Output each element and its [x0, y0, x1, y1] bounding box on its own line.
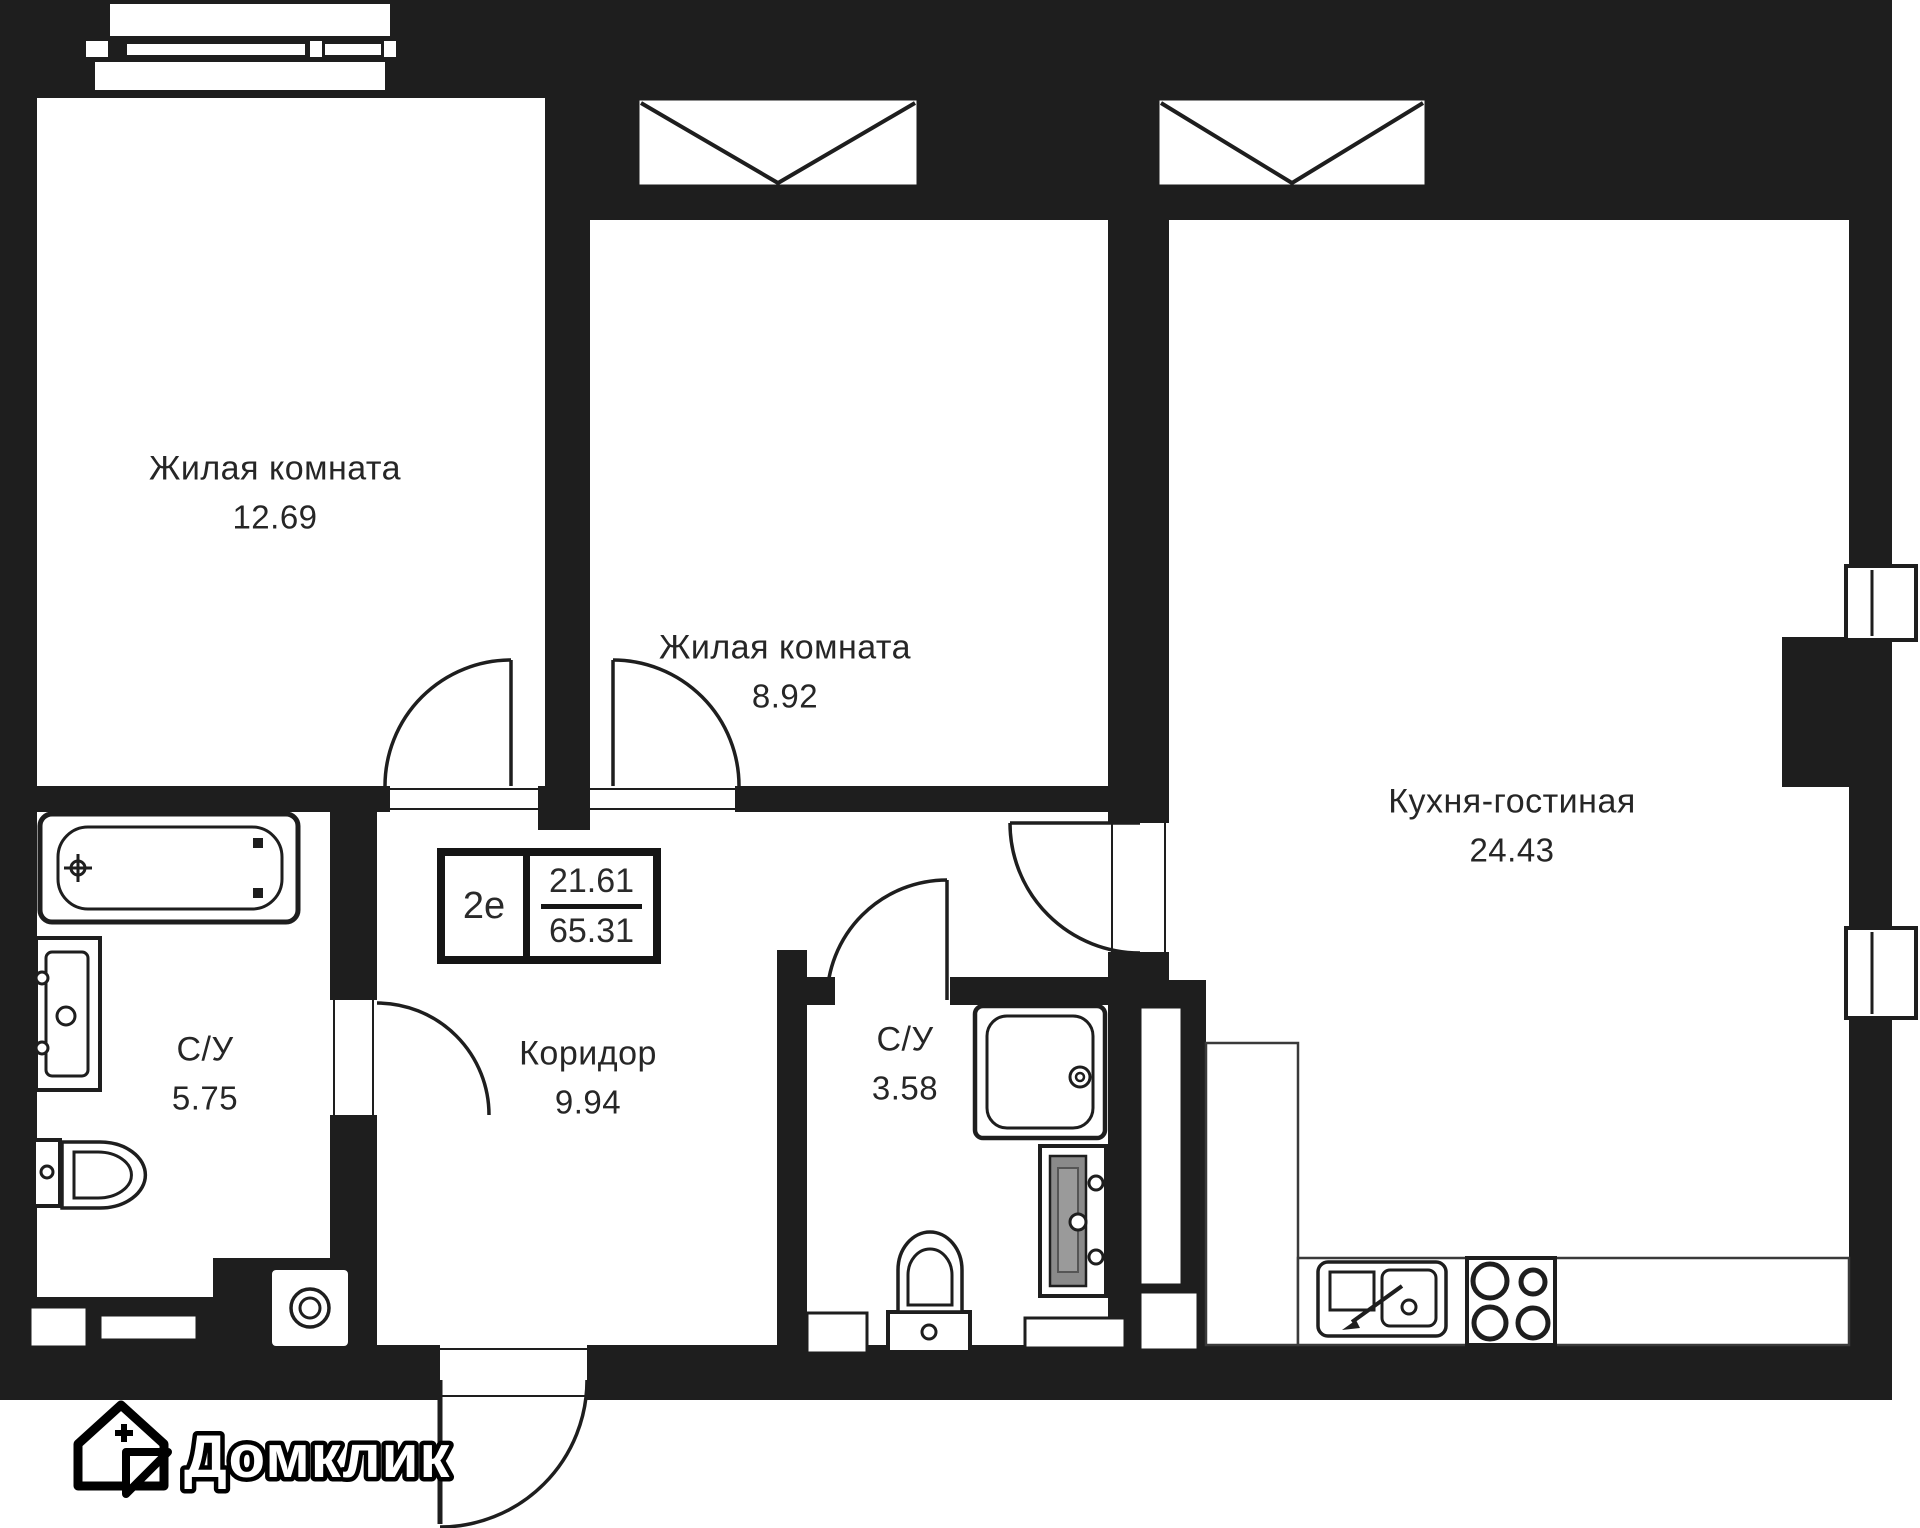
fraction-divider [541, 903, 642, 909]
logo-text: Домклик [184, 1423, 451, 1490]
room-label-kitchen: Кухня-гостиная 24.43 [1388, 777, 1636, 874]
kitchen-sink-icon [1316, 1260, 1448, 1338]
bathtub-icon [37, 811, 301, 925]
room-area: 5.75 [171, 1079, 239, 1117]
room-name: С/У [876, 1020, 934, 1059]
window-icon-right-upper [1844, 564, 1918, 642]
toilet-icon-2 [886, 1230, 972, 1354]
apartment-info-box: 2е 21.61 65.31 [437, 848, 661, 964]
door-jambs [333, 788, 1166, 1397]
walls [0, 0, 1892, 1400]
room-label-corridor: Коридор 9.94 [519, 1029, 657, 1126]
room-label-bathroom-1: С/У 5.75 [172, 1025, 238, 1122]
washing-machine-icon [268, 1266, 352, 1350]
window-icon-kitchen [1154, 95, 1430, 190]
room-area: 3.58 [871, 1069, 939, 1107]
room-area: 8.92 [751, 677, 819, 715]
apartment-areas: 21.61 65.31 [530, 856, 653, 956]
logo-house-icon [73, 1400, 172, 1498]
door-arc-kitchen [1008, 821, 1141, 955]
door-arc-room1 [383, 658, 513, 787]
towel-rail-icon [1038, 1144, 1108, 1298]
stove-icon [1465, 1256, 1557, 1347]
logo: Домклик [73, 1400, 454, 1498]
room-label-living-1: Жилая комната 12.69 [149, 444, 401, 541]
room-name: Коридор [519, 1034, 657, 1073]
balcony [86, 4, 396, 90]
room-label-bathroom-2: С/У 3.58 [872, 1015, 938, 1112]
room-area: 9.94 [554, 1083, 622, 1121]
shower-icon [972, 1003, 1108, 1141]
sink-icon [34, 936, 102, 1092]
room-label-living-2: Жилая комната 8.92 [659, 623, 911, 720]
entrance-door-arc [437, 1379, 589, 1528]
room-area: 12.69 [232, 498, 318, 536]
total-area-value: 65.31 [548, 911, 635, 950]
room-name: Жилая комната [658, 628, 912, 667]
window-icon-room2 [634, 95, 922, 190]
door-arc-room2 [611, 658, 741, 787]
room-name: Кухня-гостиная [1388, 782, 1636, 821]
wall-niches [28, 1005, 1200, 1355]
room-area: 24.43 [1469, 831, 1555, 869]
apartment-type-label: 2е [445, 856, 530, 956]
door-arc-bathroom1 [376, 1001, 491, 1116]
toilet-icon [32, 1138, 148, 1210]
window-icon-right-lower [1844, 926, 1918, 1020]
door-arc-bathroom2 [825, 878, 949, 1001]
room-name: С/У [176, 1030, 234, 1069]
living-area-value: 21.61 [548, 861, 635, 900]
room-name: Жилая комната [148, 449, 402, 488]
